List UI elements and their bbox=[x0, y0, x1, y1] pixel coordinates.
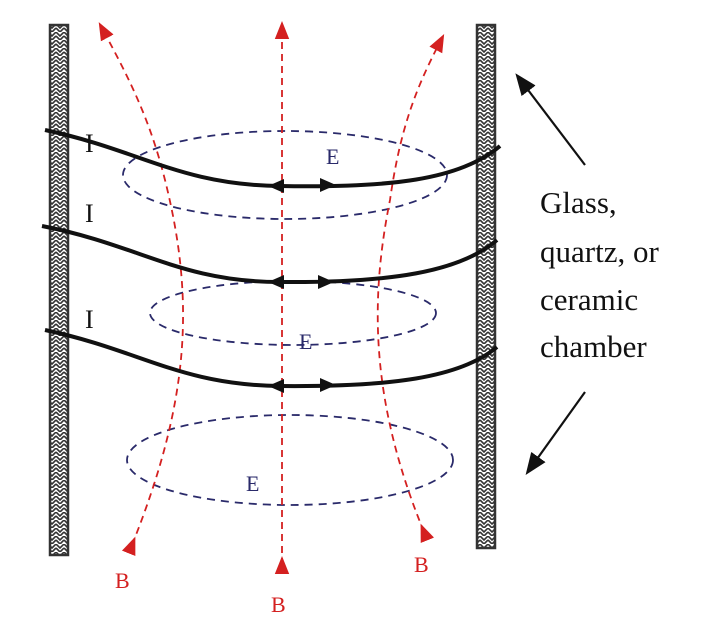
current-arrow-right-2 bbox=[318, 275, 334, 289]
current-arrow-right-3 bbox=[320, 378, 336, 392]
coil-turn-2 bbox=[41, 224, 499, 285]
chamber-label-line: Glass, bbox=[540, 185, 617, 220]
coil-turn-1 bbox=[44, 128, 502, 189]
chamber-label-line: quartz, or bbox=[540, 234, 659, 269]
b-field-label: B bbox=[271, 592, 286, 617]
e-field-label: E bbox=[326, 144, 339, 169]
b-field-line-left bbox=[98, 22, 184, 557]
right-chamber-wall bbox=[475, 23, 497, 550]
coil-turn-3 bbox=[44, 328, 499, 389]
b-field-label: B bbox=[414, 552, 429, 577]
current-arrow-left-2 bbox=[268, 275, 284, 289]
chamber-pointer-arrow-top bbox=[515, 73, 586, 166]
chamber-label-line: ceramic bbox=[540, 282, 638, 317]
current-label: I bbox=[85, 129, 94, 158]
current-arrow-left-1 bbox=[268, 179, 284, 193]
e-field-label: E bbox=[299, 329, 312, 354]
chamber-label-line: chamber bbox=[540, 329, 647, 364]
e-field-loop-middle bbox=[149, 280, 437, 346]
b-field-label: B bbox=[115, 568, 130, 593]
e-field-loop-top bbox=[122, 130, 448, 220]
e-field-label: E bbox=[246, 471, 259, 496]
chamber-pointer-arrow-bottom bbox=[525, 391, 586, 475]
current-arrow-right-1 bbox=[320, 178, 336, 192]
current-label: I bbox=[85, 199, 94, 228]
b-field-line-right bbox=[376, 34, 445, 544]
left-chamber-wall bbox=[48, 23, 70, 557]
current-label: I bbox=[85, 305, 94, 334]
e-field-loop-bottom bbox=[126, 414, 454, 506]
current-arrow-left-3 bbox=[268, 379, 284, 393]
